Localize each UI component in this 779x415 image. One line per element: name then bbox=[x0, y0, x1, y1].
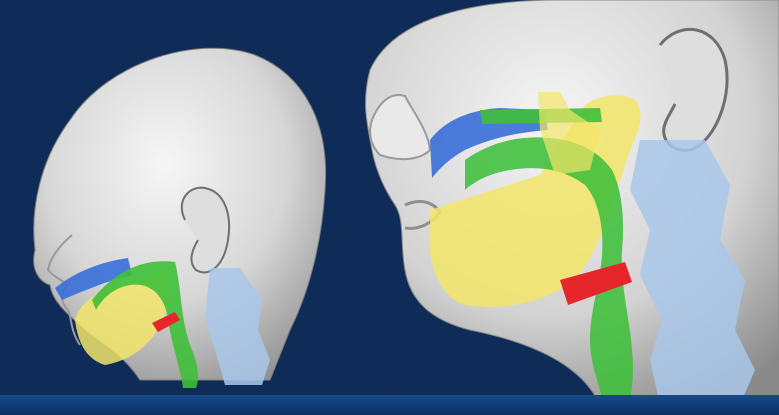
bottom-bar bbox=[0, 395, 779, 415]
